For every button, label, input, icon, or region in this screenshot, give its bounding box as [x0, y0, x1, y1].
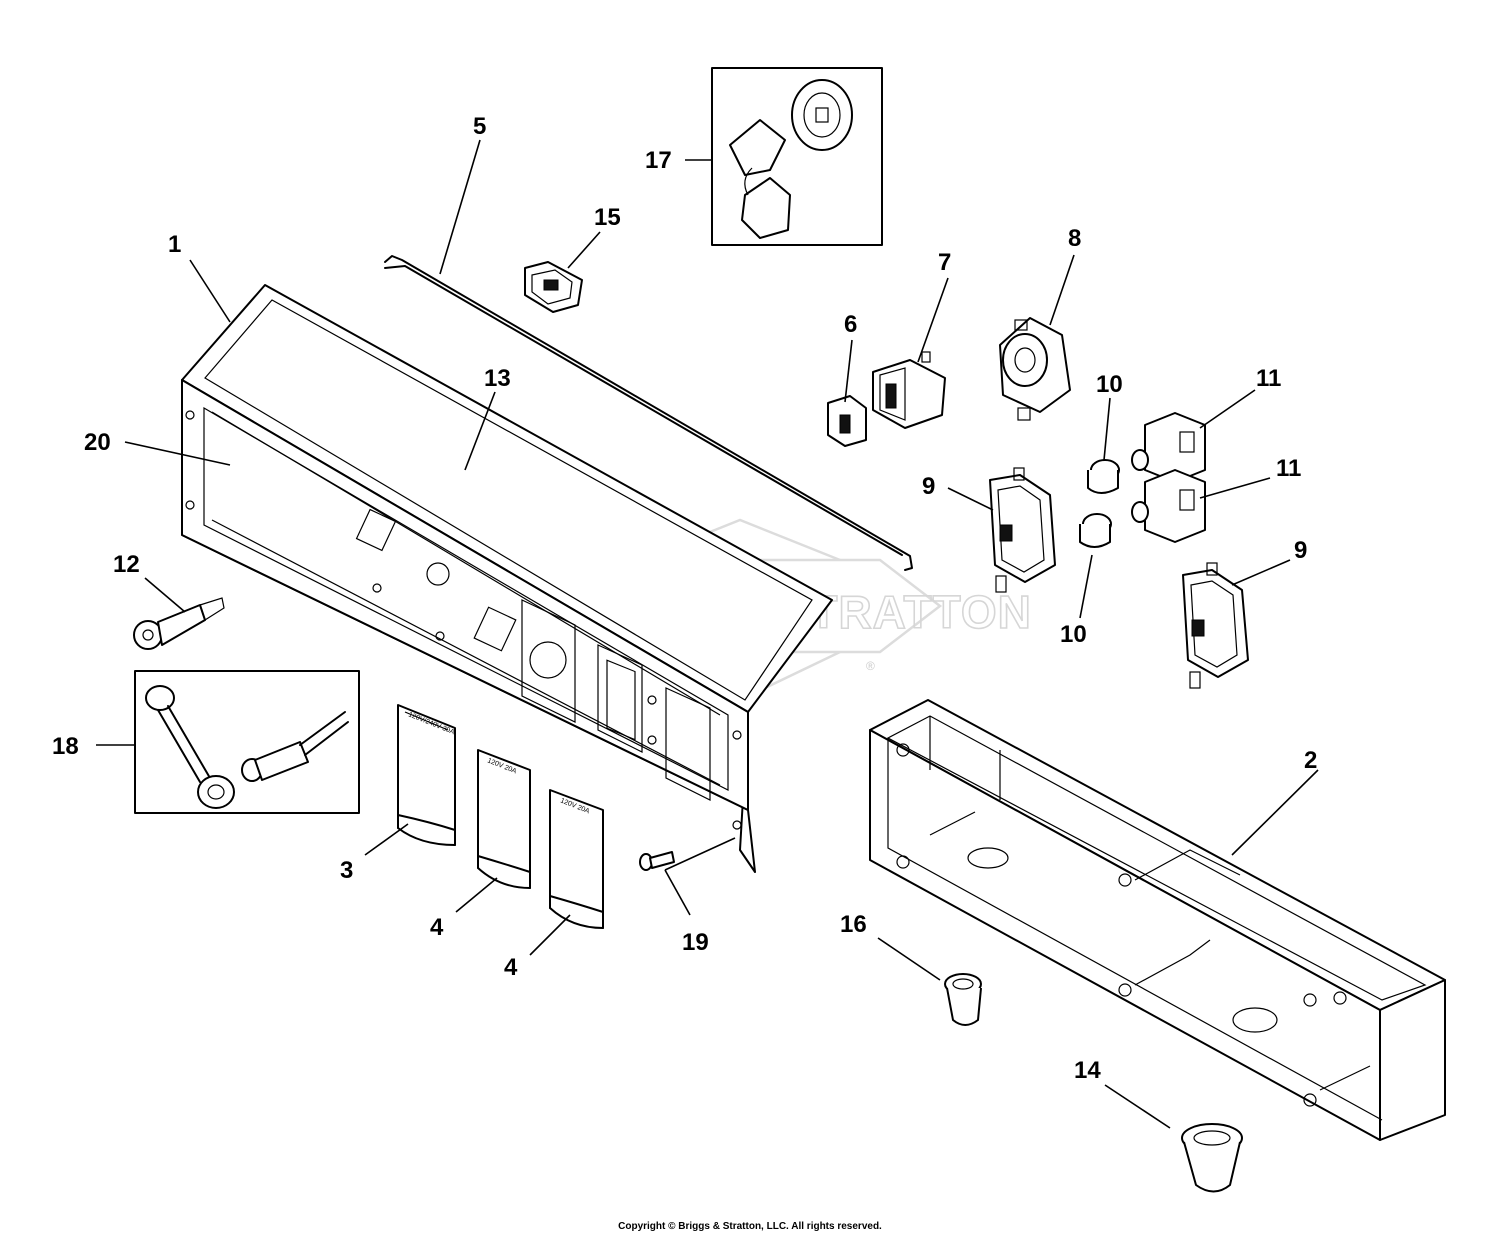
callout-20: 20 [84, 429, 111, 456]
callout-5: 5 [473, 113, 486, 140]
callout-19: 19 [682, 929, 709, 956]
callout-17: 17 [645, 147, 672, 174]
callout-10-a: 10 [1096, 371, 1123, 398]
callout-8: 8 [1068, 225, 1081, 252]
callout-12: 12 [113, 551, 140, 578]
callout-18: 18 [52, 733, 79, 760]
part-7-rocker-switch [872, 351, 946, 429]
part-11-circuit-breaker-lower [1131, 469, 1206, 543]
part-12-connector [133, 597, 225, 650]
part-10-breaker-button-lower [1079, 513, 1112, 548]
part-5-rod [384, 255, 913, 571]
part-4-outlet-cover-a: 120V 20A [477, 749, 531, 889]
part-14-rubber-plug [1181, 1123, 1243, 1193]
callout-15: 15 [594, 204, 621, 231]
callout-numbers: 1 2 3 4 4 5 6 7 8 9 9 10 10 11 11 12 13 … [52, 113, 1317, 1084]
callout-7: 7 [938, 249, 951, 276]
part-2-housing-box [869, 699, 1446, 1141]
callout-6: 6 [844, 311, 857, 338]
part-19-screw [639, 851, 675, 871]
part-18-cap-and-plug-box [134, 670, 360, 814]
part-9-gfci-outlet-lower [1182, 562, 1249, 689]
part-11-circuit-breaker-upper [1131, 412, 1206, 483]
part-4-outlet-cover-b: 120V 20A [549, 789, 604, 929]
callout-11-a: 11 [1256, 365, 1281, 392]
callout-16: 16 [840, 911, 867, 938]
watermark-mark: ® [866, 659, 875, 673]
part-6-switch [827, 395, 867, 447]
leader-lines [96, 139, 1319, 1129]
callout-4-b: 4 [504, 954, 518, 981]
part-15-receptacle [524, 261, 583, 313]
callout-1: 1 [168, 231, 181, 258]
callout-10-b: 10 [1060, 621, 1087, 648]
part-16-rubber-plug [944, 973, 982, 1026]
callout-13: 13 [484, 365, 511, 392]
copyright-notice: Copyright © Briggs & Stratton, LLC. All … [618, 1221, 882, 1232]
callout-9-b: 9 [1294, 537, 1307, 564]
part-8-twist-lock-receptacle [999, 317, 1071, 421]
callout-2: 2 [1304, 747, 1317, 774]
callout-11-b: 11 [1276, 455, 1301, 482]
part-10-breaker-button-upper [1087, 459, 1120, 494]
callout-4-a: 4 [430, 914, 444, 941]
callout-9-a: 9 [922, 473, 935, 500]
part-17-key-switch-box [711, 67, 883, 246]
callout-3: 3 [340, 857, 353, 884]
callout-14: 14 [1074, 1057, 1101, 1084]
part-9-gfci-outlet-upper [989, 467, 1056, 593]
part-13-faceplate [355, 508, 711, 801]
